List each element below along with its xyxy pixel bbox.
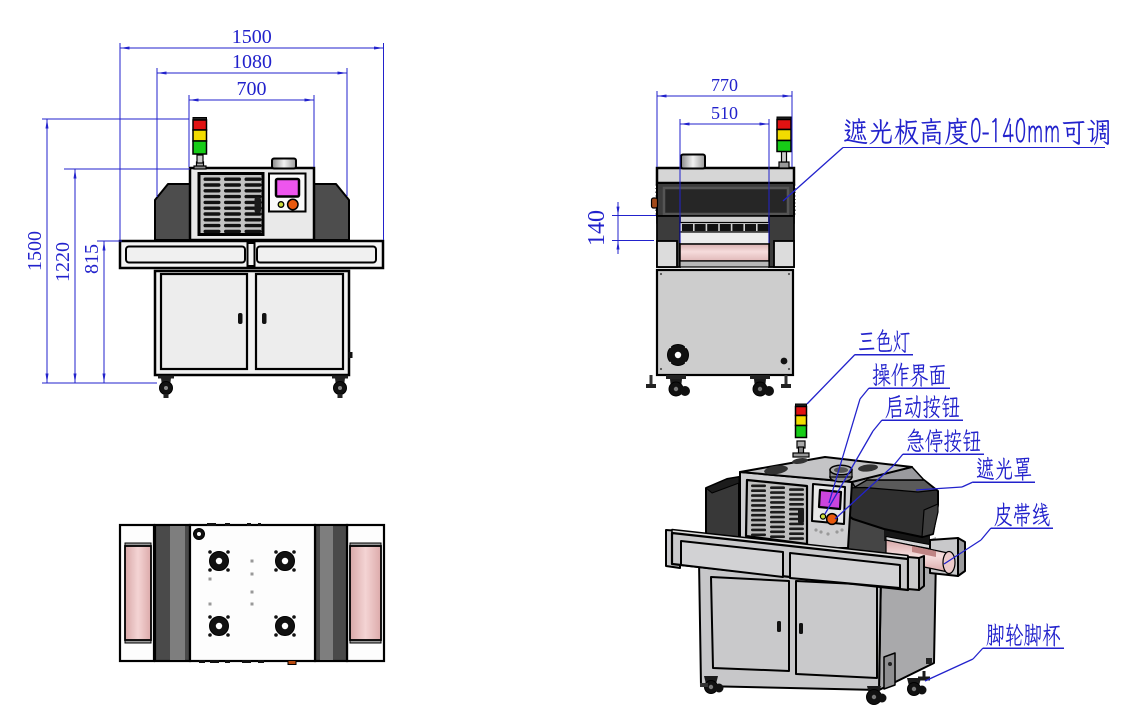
svg-text:1080: 1080 [232, 51, 272, 73]
svg-text:1220: 1220 [52, 242, 74, 282]
svg-text:815: 815 [81, 244, 103, 274]
svg-text:140: 140 [584, 210, 610, 246]
svg-text:510: 510 [711, 103, 738, 123]
svg-text:1500: 1500 [24, 231, 46, 271]
svg-text:770: 770 [711, 75, 738, 95]
svg-text:700: 700 [237, 78, 267, 100]
svg-text:1500: 1500 [232, 26, 272, 48]
